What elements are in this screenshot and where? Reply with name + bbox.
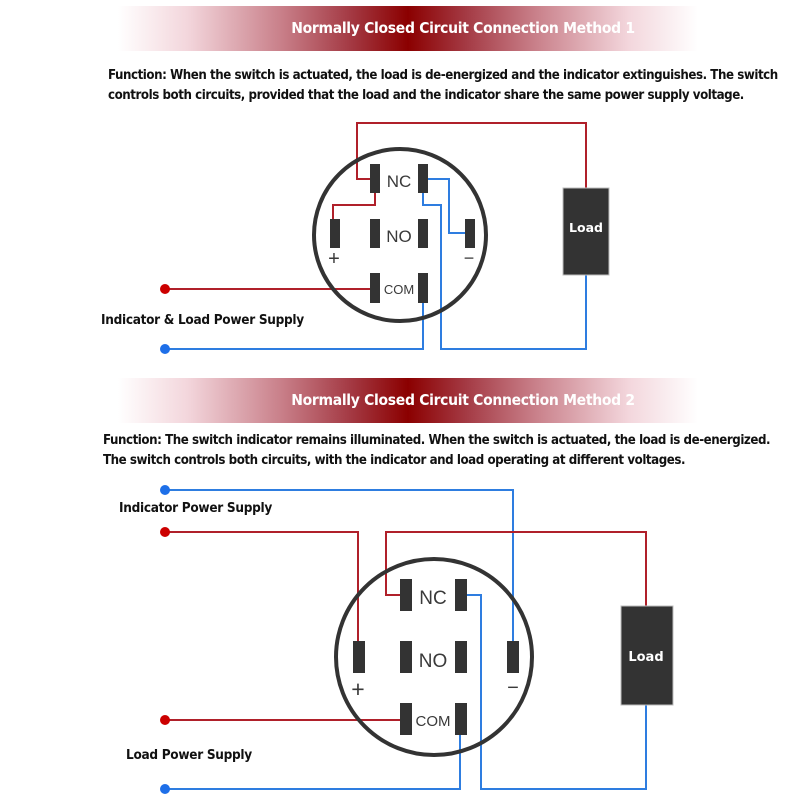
d1-terminal-nc-right <box>418 164 428 193</box>
d2-indicator-supply-positive-terminal[interactable] <box>160 527 170 537</box>
d1-label-com: COM <box>384 282 414 297</box>
d2-terminal-nc-left <box>400 579 412 611</box>
d2-load: Load <box>620 605 674 706</box>
section1-title: Normally Closed Circuit Connection Metho… <box>291 19 635 37</box>
d1-supply-negative-terminal[interactable] <box>160 344 170 354</box>
d2-wire-nc-to-load <box>385 531 647 606</box>
d2-terminal-no-right <box>455 641 467 673</box>
d2-terminal-no-left <box>400 641 412 673</box>
d1-terminal-plus <box>330 219 340 248</box>
d2-terminal-com-right <box>455 703 467 735</box>
d2-label-com: COM <box>416 713 451 730</box>
section2-description-line2: The switch controls both circuits, with … <box>103 453 686 468</box>
d1-wire-nc-to-plus <box>332 193 376 219</box>
d2-terminal-minus <box>507 641 519 673</box>
d1-terminal-com-left <box>370 273 380 303</box>
d2-load-supply-negative-terminal[interactable] <box>160 784 170 794</box>
d1-wire-com-to-supply-neg <box>165 303 424 350</box>
d2-terminal-plus <box>353 641 365 673</box>
d1-terminal-minus <box>465 219 475 248</box>
d1-terminal-com-right <box>418 273 428 303</box>
d1-label-minus: − <box>464 248 475 268</box>
d1-load: Load <box>562 187 610 276</box>
d1-label-no: NO <box>386 227 412 246</box>
d2-terminal-nc-right <box>455 579 467 611</box>
d1-label-plus: + <box>328 248 340 270</box>
d1-supply-positive-terminal[interactable] <box>160 284 170 294</box>
section2-load-supply-label: Load Power Supply <box>126 747 252 763</box>
section1-description-line2: controls both circuits, provided that th… <box>108 88 744 103</box>
d2-label-minus: − <box>507 677 519 699</box>
section2-description-line1: Function: The switch indicator remains i… <box>103 433 771 448</box>
d2-switch-body <box>334 557 534 757</box>
d2-label-plus: + <box>351 676 364 702</box>
d2-wire-indicator-pos-to-plus <box>165 531 359 641</box>
d1-switch-body <box>312 147 488 323</box>
d2-load-supply-positive-terminal[interactable] <box>160 715 170 725</box>
section2-title: Normally Closed Circuit Connection Metho… <box>291 391 635 409</box>
section2-title-banner: Normally Closed Circuit Connection Metho… <box>118 378 698 423</box>
d1-terminal-no-left <box>370 219 380 248</box>
d2-terminal-com-left <box>400 703 412 735</box>
d1-label-nc: NC <box>387 172 412 191</box>
d1-terminal-nc-left <box>370 164 380 193</box>
d2-indicator-supply-negative-terminal[interactable] <box>160 485 170 495</box>
d2-load-label: Load <box>628 650 663 665</box>
d1-terminal-no-right <box>418 219 428 248</box>
section1-supply-label: Indicator & Load Power Supply <box>101 312 304 328</box>
d2-label-nc: NC <box>419 588 446 609</box>
d1-wire-nc-to-load <box>356 122 587 188</box>
section2-description: Function: The switch indicator remains i… <box>103 431 771 471</box>
section1-title-banner: Normally Closed Circuit Connection Metho… <box>118 6 698 51</box>
section1-description: Function: When the switch is actuated, t… <box>108 66 778 106</box>
d2-wire-indicator-neg-to-minus <box>165 489 514 641</box>
diagram1: NC NO COM + − Load <box>160 122 610 354</box>
section1-description-line1: Function: When the switch is actuated, t… <box>108 68 778 83</box>
d1-load-label: Load <box>569 220 603 235</box>
section2-indicator-supply-label: Indicator Power Supply <box>119 500 272 516</box>
d2-wire-nc-to-load-return <box>467 594 647 790</box>
d1-wire-nc-to-minus <box>428 178 465 234</box>
diagram2: NC NO COM + − Load <box>160 485 674 794</box>
d2-label-no: NO <box>419 651 448 672</box>
d1-wire-nc-to-load-return <box>422 193 587 350</box>
